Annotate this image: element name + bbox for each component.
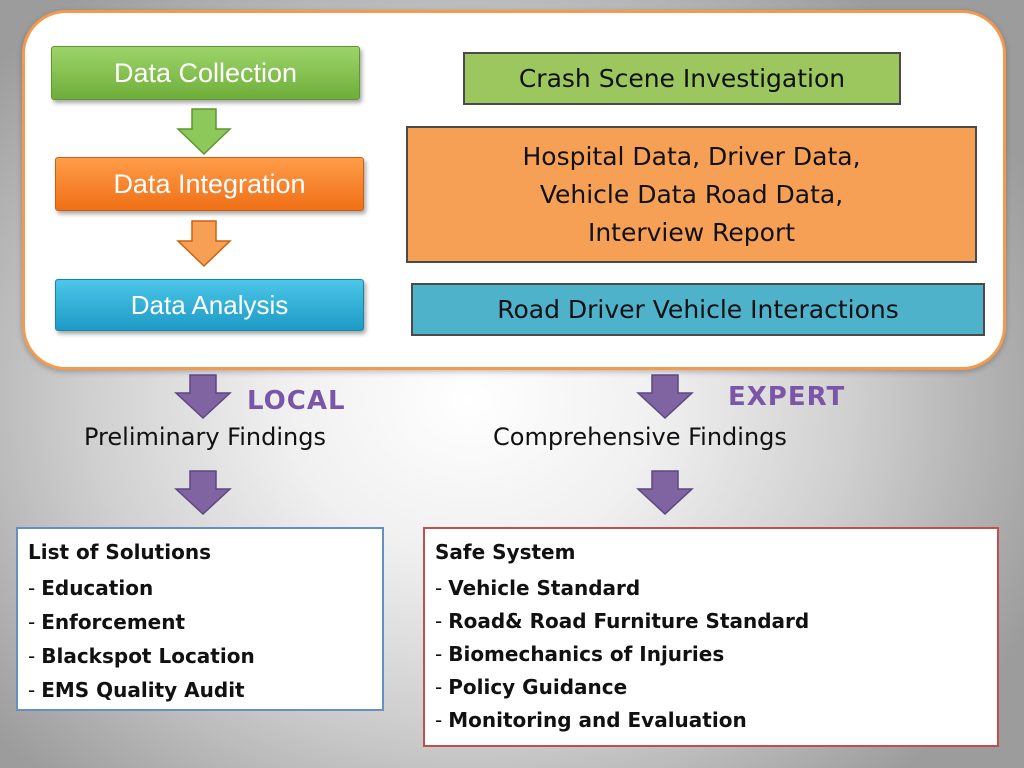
preliminary-findings: Preliminary Findings (84, 423, 326, 451)
down-arrow-icon (636, 374, 694, 420)
list-item: -Road& Road Furniture Standard (435, 609, 810, 633)
data-collection-box: Data Collection (51, 46, 360, 100)
data-sources-box: Hospital Data, Driver Data, Vehicle Data… (406, 126, 977, 263)
list-item: -Monitoring and Evaluation (435, 708, 747, 732)
list-item: -EMS Quality Audit (28, 678, 245, 702)
expert-solutions-box: Safe System -Vehicle Standard -Road& Roa… (423, 527, 999, 747)
list-item-label: Road& Road Furniture Standard (448, 609, 810, 633)
list-item: -Education (28, 576, 154, 600)
down-arrow-icon (176, 220, 232, 268)
data-integration-box: Data Integration (55, 157, 364, 211)
list-item: -Policy Guidance (435, 675, 628, 699)
list-item-label: Biomechanics of Injuries (448, 642, 725, 666)
list-item: -Vehicle Standard (435, 576, 641, 600)
expert-label: EXPERT (728, 382, 846, 412)
data-analysis-label: Data Analysis (130, 289, 289, 320)
list-item: -Biomechanics of Injuries (435, 642, 725, 666)
down-arrow-icon (176, 108, 232, 156)
interactions-label: Road Driver Vehicle Interactions (497, 295, 899, 324)
data-collection-label: Data Collection (113, 57, 298, 88)
list-item: -Enforcement (28, 610, 186, 634)
list-item-label: Monitoring and Evaluation (448, 708, 747, 732)
down-arrow-icon (174, 470, 232, 516)
down-arrow-icon (174, 374, 232, 420)
list-item-label: Blackspot Location (41, 644, 255, 668)
down-arrow-icon (636, 470, 694, 516)
list-item-label: Education (41, 576, 154, 600)
data-integration-label: Data Integration (113, 168, 306, 199)
comprehensive-findings: Comprehensive Findings (493, 423, 787, 451)
local-solutions-box: List of Solutions -Education -Enforcemen… (16, 527, 384, 711)
local-solutions-title: List of Solutions (28, 540, 211, 564)
interactions-box: Road Driver Vehicle Interactions (411, 283, 985, 336)
data-sources-line: Interview Report (587, 217, 796, 247)
list-item-label: Enforcement (41, 610, 186, 634)
list-item: -Blackspot Location (28, 644, 255, 668)
data-sources-line: Vehicle Data Road Data, (539, 179, 844, 209)
list-item-label: Policy Guidance (448, 675, 628, 699)
data-analysis-box: Data Analysis (55, 279, 364, 331)
crash-scene-label: Crash Scene Investigation (518, 64, 846, 93)
data-sources-line: Hospital Data, Driver Data, (522, 141, 861, 171)
list-item-label: EMS Quality Audit (41, 678, 245, 702)
expert-solutions-title: Safe System (435, 540, 576, 564)
local-label: LOCAL (247, 386, 346, 416)
list-item-label: Vehicle Standard (448, 576, 641, 600)
crash-scene-box: Crash Scene Investigation (463, 52, 901, 105)
